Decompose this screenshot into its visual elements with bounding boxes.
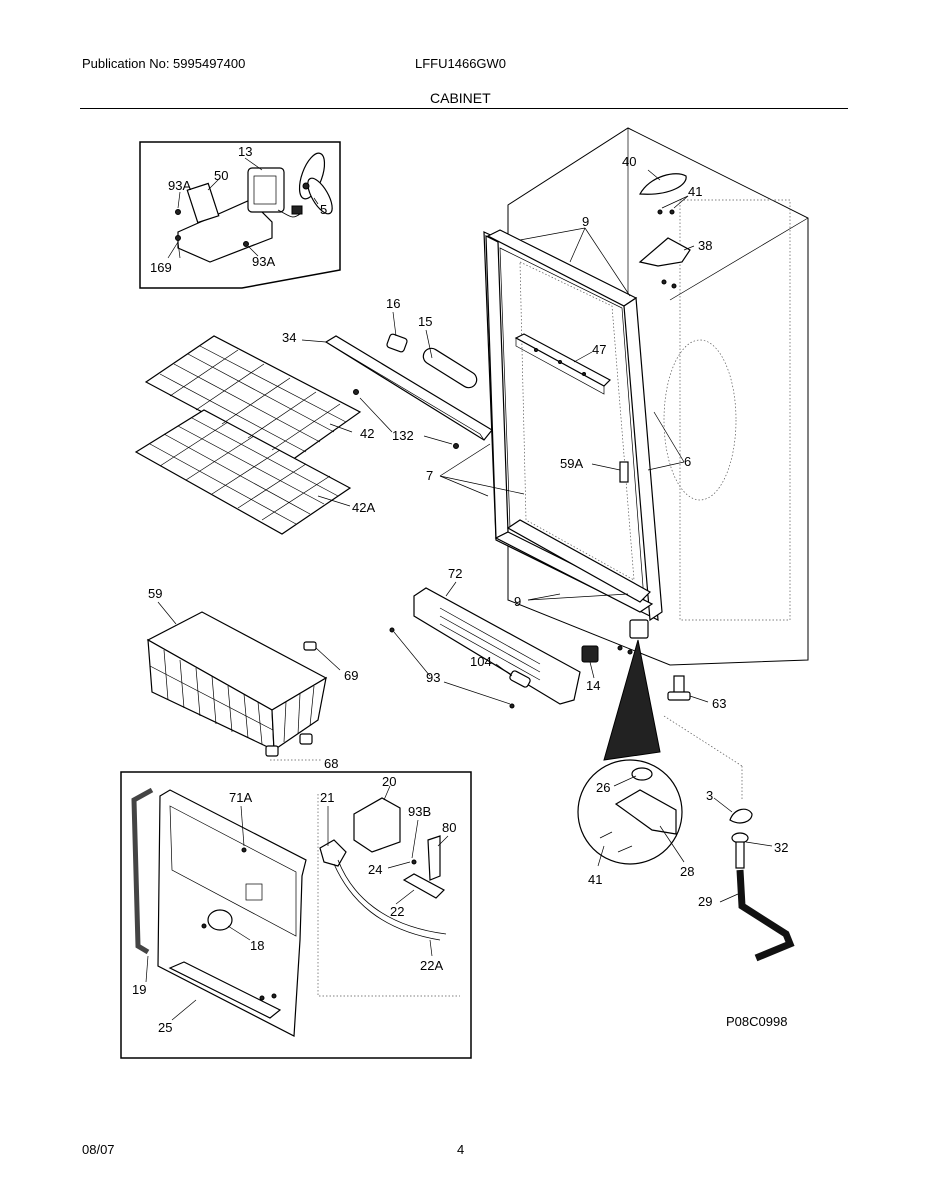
callout-26: 26 [596, 780, 610, 795]
section-title: CABINET [430, 90, 491, 106]
callout-50: 50 [214, 168, 228, 183]
callout-34: 34 [282, 330, 296, 345]
bottom-hinge-detail [577, 619, 685, 867]
callout-132: 132 [392, 428, 414, 443]
callout-18: 18 [250, 938, 264, 953]
callout-labels: 13 50 93A 5 169 93A 40 41 38 9 16 15 34 … [132, 144, 788, 1035]
callout-38: 38 [698, 238, 712, 253]
top-hinge-parts [638, 169, 695, 289]
callout-28: 28 [680, 864, 694, 879]
callout-40: 40 [622, 154, 636, 169]
callout-59: 59 [148, 586, 162, 601]
callout-42A: 42A [352, 500, 375, 515]
wire-shelves [134, 335, 362, 535]
callout-104: 104 [470, 654, 492, 669]
callout-80: 80 [442, 820, 456, 835]
callout-19: 19 [132, 982, 146, 997]
callout-20: 20 [382, 774, 396, 789]
callout-169: 169 [150, 260, 172, 275]
callout-68: 68 [324, 756, 338, 771]
model-number: LFFU1466GW0 [415, 56, 507, 71]
leader-9-bottom-b [527, 593, 629, 601]
callout-69: 69 [344, 668, 358, 683]
light-assembly [301, 311, 493, 449]
callout-7: 7 [426, 468, 433, 483]
callout-32: 32 [774, 840, 788, 855]
drawing-code: P08C0998 [726, 1014, 787, 1029]
leader-9-bottom [527, 593, 561, 601]
callout-93B: 93B [408, 804, 431, 819]
callout-22A: 22A [420, 958, 443, 973]
cabinet-leaders [439, 227, 685, 497]
callout-63: 63 [712, 696, 726, 711]
control-inset [120, 771, 472, 1059]
leveling-leg [667, 675, 709, 703]
callout-93: 93 [426, 670, 440, 685]
page-number: 4 [457, 1142, 465, 1157]
callout-14: 14 [586, 678, 600, 693]
callout-71A: 71A [229, 790, 252, 805]
callout-42: 42 [360, 426, 374, 441]
callout-16: 16 [386, 296, 400, 311]
callout-6: 6 [684, 454, 691, 469]
callout-22: 22 [390, 904, 404, 919]
handle-parts [663, 715, 795, 962]
callout-25: 25 [158, 1020, 172, 1035]
callout-41-bottom: 41 [588, 872, 602, 887]
wire-basket [146, 601, 341, 761]
callout-13: 13 [238, 144, 252, 159]
callout-9-bottom: 9 [514, 594, 521, 609]
callout-41-top: 41 [688, 184, 702, 199]
callout-29: 29 [698, 894, 712, 909]
header-rule [80, 108, 848, 109]
callout-59A: 59A [560, 456, 583, 471]
callout-3: 3 [706, 788, 713, 803]
fan-assembly-inset [139, 141, 341, 289]
cabinet-body [483, 127, 809, 666]
callout-93A-top: 93A [168, 178, 191, 193]
callout-9-top: 9 [582, 214, 589, 229]
callout-47: 47 [592, 342, 606, 357]
publication-number: Publication No: 5995497400 [82, 56, 246, 71]
callout-21: 21 [320, 790, 334, 805]
callout-72: 72 [448, 566, 462, 581]
callout-24: 24 [368, 862, 382, 877]
callout-15: 15 [418, 314, 432, 329]
callout-93A-bottom: 93A [252, 254, 275, 269]
footer-date: 08/07 [82, 1142, 115, 1157]
callout-5: 5 [320, 202, 327, 217]
kick-plate [389, 581, 599, 709]
